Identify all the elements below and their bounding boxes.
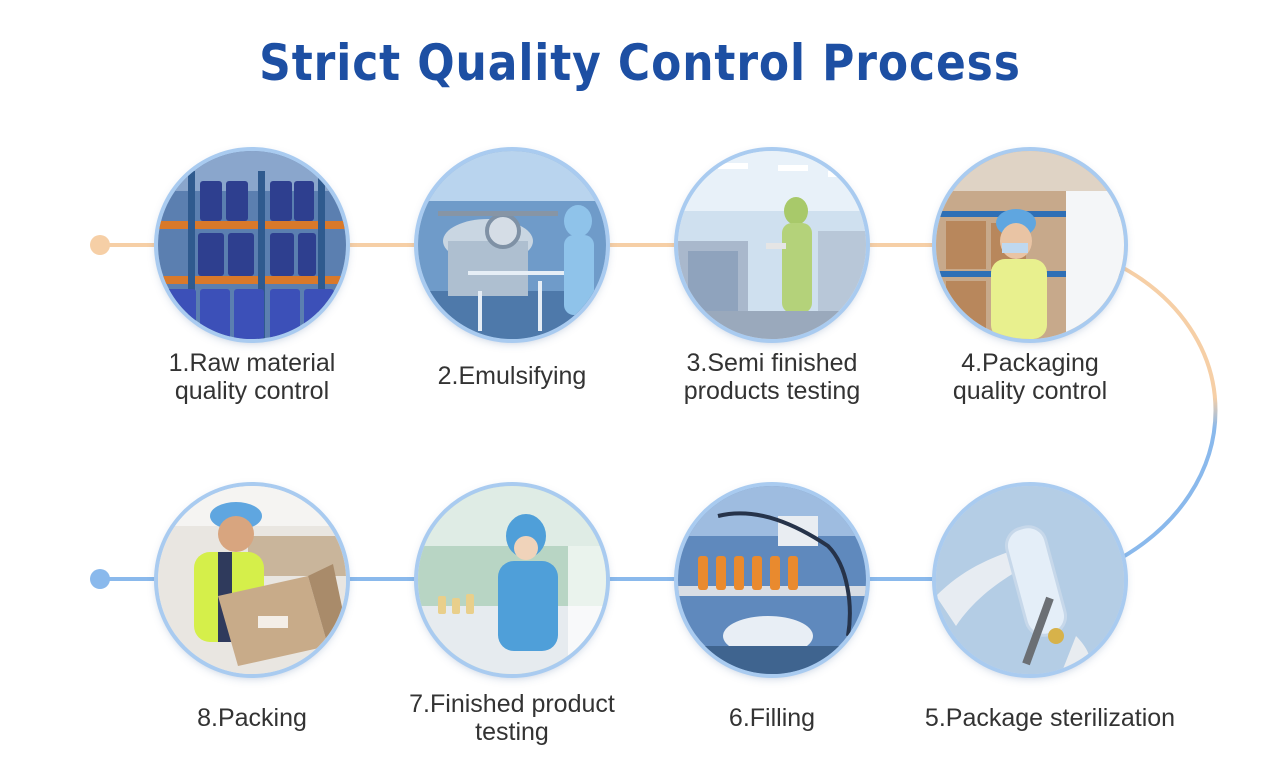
step-label: 5.Package sterilization xyxy=(924,704,1176,732)
step-label: 4.Packaging quality control xyxy=(952,349,1108,405)
finished-product-lab-photo xyxy=(418,486,606,674)
filling-line-photo xyxy=(678,486,866,674)
page-title: Strict Quality Control Process xyxy=(259,34,1021,92)
step-label: 1.Raw material quality control xyxy=(168,349,336,405)
bottom-end-dot xyxy=(90,569,110,589)
step-label: 3.Semi finished products testing xyxy=(683,349,861,405)
bottle-sterilization-photo xyxy=(936,486,1124,674)
top-start-dot xyxy=(90,235,110,255)
step-label: 8.Packing xyxy=(197,704,307,732)
emulsifying-machine-photo xyxy=(418,151,606,339)
packaging-inspection-photo xyxy=(936,151,1124,339)
clean-room-testing-photo xyxy=(678,151,866,339)
return-arc xyxy=(1111,260,1218,565)
warehouse-drums-photo xyxy=(158,151,346,339)
packing-boxes-photo xyxy=(158,486,346,674)
step-label: 6.Filling xyxy=(728,704,816,732)
step-label: 7.Finished product testing xyxy=(409,690,615,746)
step-label: 2.Emulsifying xyxy=(437,362,587,390)
